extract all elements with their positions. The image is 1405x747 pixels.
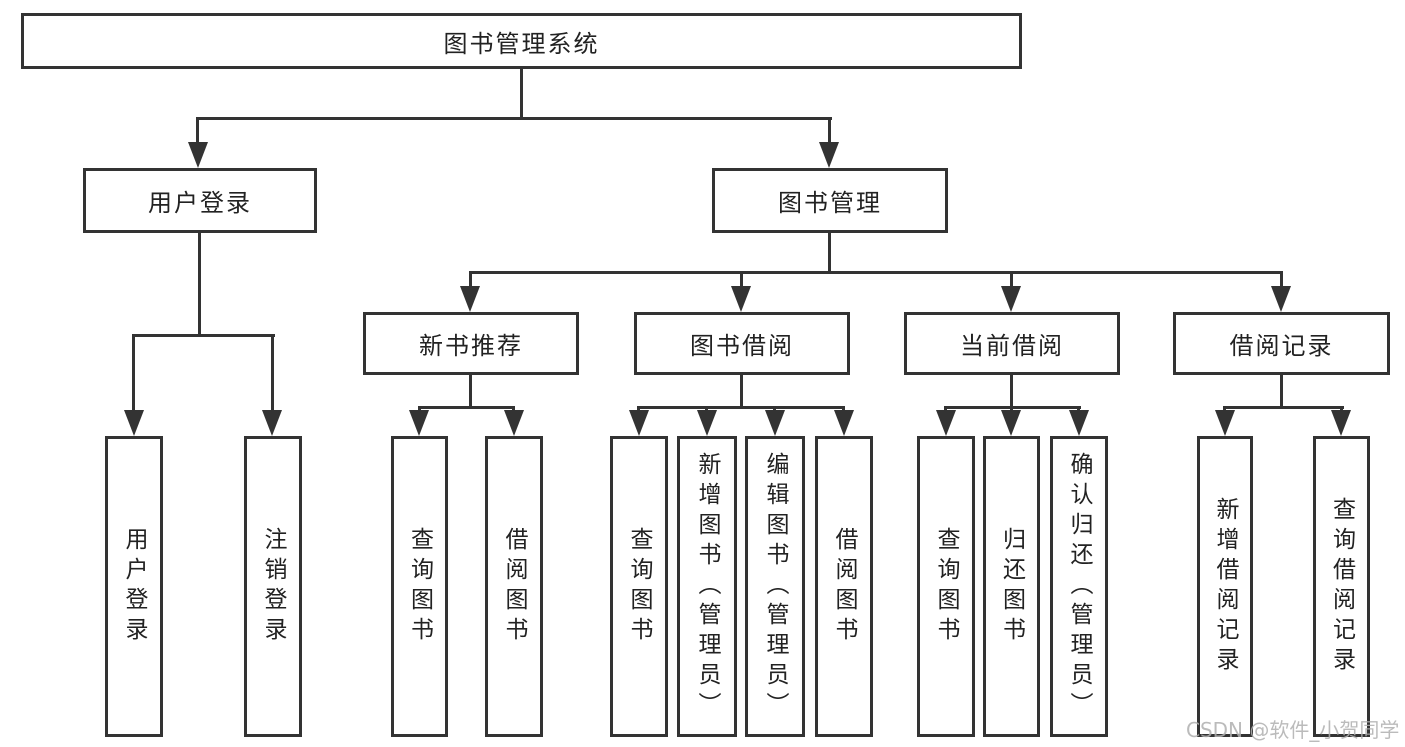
connector-arrowhead	[819, 142, 839, 168]
leaf-borrow-books-recommend: 借阅图书	[485, 436, 543, 737]
connector-arrowhead	[1001, 410, 1021, 436]
connector-arrowhead	[1001, 286, 1021, 312]
connector-arrowhead	[409, 410, 429, 436]
leaf-query-books-recommend: 查询图书	[391, 436, 448, 737]
connector-line	[271, 334, 274, 412]
leaf-borrow-books-borrowing: 借阅图书	[815, 436, 873, 737]
connector-line	[1280, 375, 1283, 409]
connector-line	[132, 334, 135, 412]
leaf-user-login: 用户登录	[105, 436, 163, 737]
connector-line	[740, 271, 743, 290]
connector-line	[469, 271, 472, 290]
node-new-book-recommend: 新书推荐	[363, 312, 579, 375]
node-borrow-records: 借阅记录	[1173, 312, 1390, 375]
connector-line	[828, 117, 831, 145]
leaf-query-books-current: 查询图书	[917, 436, 975, 737]
connector-arrowhead	[697, 410, 717, 436]
connector-arrowhead	[1331, 410, 1351, 436]
connector-line	[132, 334, 275, 337]
leaf-add-borrow-record: 新增借阅记录	[1197, 436, 1253, 737]
leaf-confirm-return-admin: 确认归还（管理员）	[1050, 436, 1108, 737]
node-current-borrowing: 当前借阅	[904, 312, 1120, 375]
connector-line	[637, 406, 845, 409]
connector-arrowhead	[1271, 286, 1291, 312]
leaf-logout: 注销登录	[244, 436, 302, 737]
connector-arrowhead	[629, 410, 649, 436]
connector-line	[1223, 406, 1344, 409]
node-book-borrowing: 图书借阅	[634, 312, 850, 375]
connector-line	[1010, 271, 1013, 290]
connector-line	[196, 117, 199, 145]
leaf-return-book: 归还图书	[983, 436, 1040, 737]
connector-line	[828, 233, 831, 274]
connector-line	[198, 233, 201, 337]
connector-line	[469, 271, 1283, 274]
node-user-login: 用户登录	[83, 168, 317, 233]
connector-arrowhead	[1069, 410, 1089, 436]
connector-arrowhead	[460, 286, 480, 312]
connector-arrowhead	[504, 410, 524, 436]
connector-line	[740, 375, 743, 409]
connector-line	[1010, 375, 1013, 409]
connector-line	[418, 406, 515, 409]
leaf-query-books-borrowing: 查询图书	[610, 436, 668, 737]
connector-arrowhead	[1215, 410, 1235, 436]
connector-line	[469, 375, 472, 409]
connector-arrowhead	[262, 410, 282, 436]
connector-arrowhead	[834, 410, 854, 436]
connector-arrowhead	[124, 410, 144, 436]
connector-line	[520, 69, 523, 120]
node-library-system: 图书管理系统	[21, 13, 1022, 69]
watermark-text: CSDN @软件_小贺同学	[1186, 718, 1400, 742]
connector-arrowhead	[731, 286, 751, 312]
connector-line	[1280, 271, 1283, 290]
leaf-add-book-admin: 新增图书（管理员）	[677, 436, 737, 737]
connector-arrowhead	[188, 142, 208, 168]
connector-line	[196, 117, 832, 120]
leaf-query-borrow-record: 查询借阅记录	[1313, 436, 1370, 737]
node-book-management: 图书管理	[712, 168, 948, 233]
connector-arrowhead	[765, 410, 785, 436]
connector-arrowhead	[936, 410, 956, 436]
leaf-edit-book-admin: 编辑图书（管理员）	[745, 436, 805, 737]
